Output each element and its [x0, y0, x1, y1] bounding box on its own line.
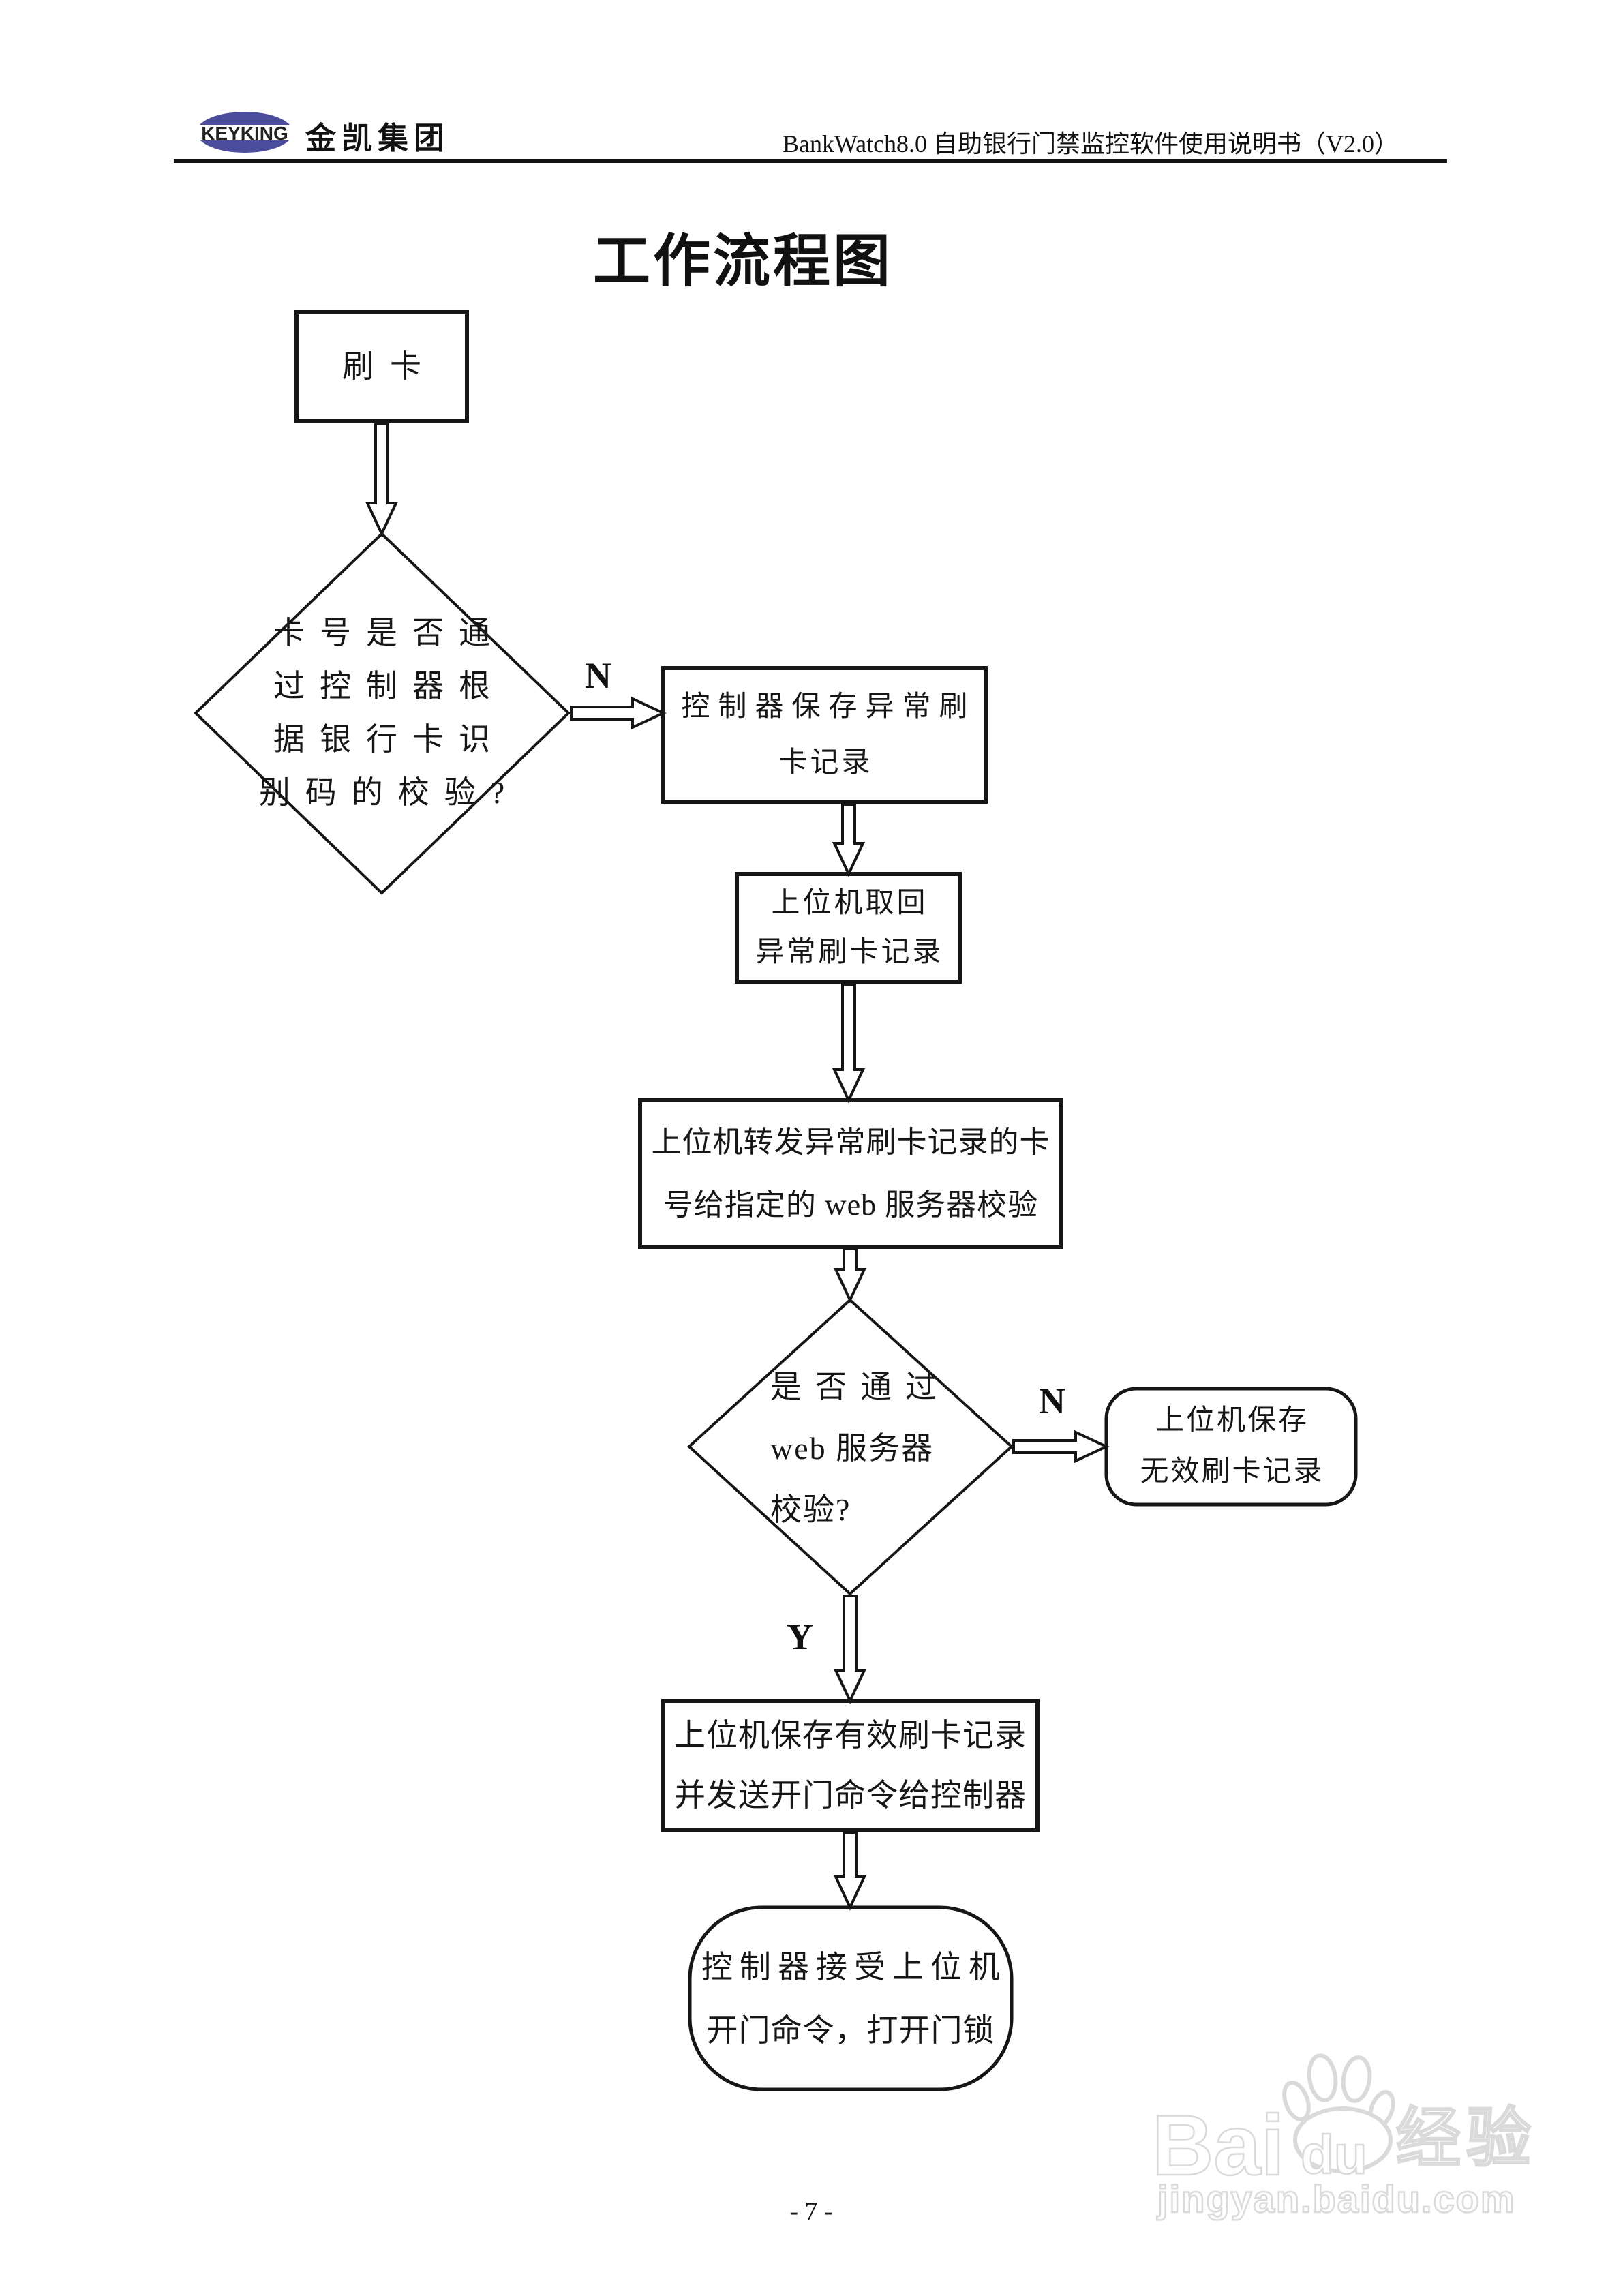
check-controller-line2: 过控制器根	[273, 669, 505, 704]
page-number: - 7 -	[789, 2197, 833, 2226]
check-web-line1: 是否通过	[770, 1370, 950, 1404]
check-controller-line1: 卡号是否通	[273, 616, 505, 650]
check-controller-label: 卡号是否通 过控制器根 据银行卡识 别码的校验?	[196, 539, 568, 888]
check-web-line2: web 服务器	[770, 1431, 935, 1466]
controller-save-box	[661, 666, 988, 804]
keyking-logo	[195, 112, 294, 153]
paw-toe-mid-right	[1341, 2055, 1372, 2103]
paw-toe-left	[1282, 2081, 1311, 2121]
check-web-label: 是否通过 web 服务器 校验?	[770, 1358, 982, 1539]
check-web-line3: 校验?	[770, 1492, 851, 1527]
arrow-start-to-check-controller	[365, 423, 399, 537]
host-retrieve-line1: 上位机取回	[771, 888, 928, 919]
host-retrieve-label: 上位机取回 异常刷卡记录	[737, 874, 960, 982]
invalid-save-line2: 无效刷卡记录	[1140, 1456, 1324, 1487]
keyking-logo-text: KEYKING	[201, 123, 288, 144]
host-forward-box	[638, 1098, 1063, 1249]
paw-toe-mid-left	[1307, 2053, 1338, 2102]
arrow-host-forward-to-check-web	[833, 1248, 867, 1303]
controller-save-line1: 控制器保存异常刷	[681, 691, 976, 723]
check-controller-line3: 据银行卡识	[273, 722, 505, 757]
watermark-brand-prefix: Bai	[1151, 2098, 1286, 2193]
arrow-controller-save-to-host-retrieve	[832, 803, 866, 877]
host-retrieve-line2: 异常刷卡记录	[755, 937, 944, 968]
baidu-paw-icon	[1282, 2053, 1395, 2173]
keyking-logo-band	[195, 125, 294, 140]
watermark-url: jingyan.baidu.com	[1157, 2177, 1516, 2220]
header-rule	[174, 159, 1447, 163]
open-door-line1: 控制器接受上位机	[701, 1949, 1007, 1984]
paw-pad	[1293, 2106, 1393, 2173]
check-controller-line4: 别码的校验?	[258, 775, 520, 810]
controller-save-line2: 卡记录	[778, 747, 873, 779]
valid-save-label: 上位机保存有效刷卡记录 并发送开门命令给控制器	[663, 1701, 1037, 1830]
check-web-diamond	[687, 1298, 1014, 1596]
check-controller-diamond	[194, 532, 571, 895]
host-forward-line2: 号给指定的 web 服务器校验	[663, 1188, 1039, 1222]
host-forward-label: 上位机转发异常刷卡记录的卡 号给指定的 web 服务器校验	[640, 1100, 1061, 1247]
open-door-line2: 开门命令，打开门锁	[706, 2012, 995, 2048]
start-box-text: 刷卡	[342, 349, 438, 384]
branch-label-web-yes: Y	[787, 1616, 813, 1657]
branch-label-web-no: N	[1039, 1380, 1065, 1421]
company-name: 金凯集团	[305, 121, 451, 155]
arrow-valid-save-to-open-door	[833, 1831, 867, 1911]
start-box-label: 刷卡	[297, 312, 467, 421]
page-title: 工作流程图	[592, 230, 893, 294]
controller-save-label: 控制器保存异常刷 卡记录	[663, 668, 986, 802]
watermark-brand-cn: 经验	[1395, 2102, 1537, 2175]
branch-label-controller-no: N	[585, 655, 611, 696]
valid-save-line1: 上位机保存有效刷卡记录	[674, 1718, 1027, 1753]
host-forward-line1: 上位机转发异常刷卡记录的卡	[651, 1125, 1050, 1159]
start-box	[294, 310, 469, 423]
arrow-check-web-to-invalid-save	[1012, 1430, 1110, 1464]
header-doc-title: BankWatch8.0 自助银行门禁监控软件使用说明书（V2.0）	[783, 130, 1399, 157]
invalid-save-label: 上位机保存 无效刷卡记录	[1106, 1389, 1356, 1505]
watermark-brand-suffix: du	[1300, 2124, 1368, 2185]
invalid-save-line1: 上位机保存	[1155, 1405, 1309, 1436]
arrow-check-controller-to-controller-save	[570, 696, 667, 730]
open-door-label: 控制器接受上位机 开门命令，打开门锁	[690, 1907, 1012, 2089]
arrow-check-web-to-valid-save	[833, 1595, 867, 1704]
valid-save-box	[661, 1699, 1040, 1832]
arrow-host-retrieve-to-host-forward	[832, 983, 866, 1104]
valid-save-line2: 并发送开门命令给控制器	[674, 1778, 1027, 1813]
